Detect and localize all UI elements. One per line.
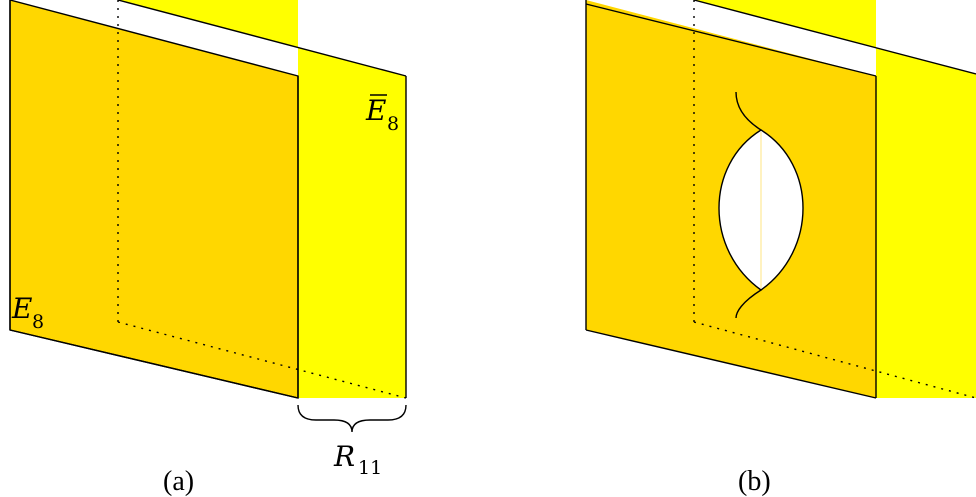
separation-label: R 11 xyxy=(333,440,382,479)
svg-text:E: E xyxy=(11,292,32,325)
caption-a: (a) xyxy=(163,466,194,497)
svg-text:8: 8 xyxy=(387,113,399,135)
caption-b: (b) xyxy=(738,466,771,497)
back-plane-hidden-bottom-edge xyxy=(117,321,407,399)
wormhole-right-curve xyxy=(760,129,804,291)
panel-b: (b) xyxy=(585,0,976,497)
svg-text:8: 8 xyxy=(32,311,44,333)
back-plane xyxy=(694,0,976,398)
front-plane xyxy=(10,0,298,398)
panel-a: E 8 E 8 R 11 (a) xyxy=(9,0,407,497)
separation-brace xyxy=(297,404,407,433)
svg-text:R: R xyxy=(333,440,355,473)
front-plane-label: E 8 xyxy=(11,292,44,333)
svg-text:11: 11 xyxy=(358,457,382,479)
wormhole-left-curve xyxy=(718,91,763,319)
back-plane-label: E 8 xyxy=(365,94,399,135)
back-plane xyxy=(118,0,406,398)
back-plane-top-edge xyxy=(117,0,407,77)
svg-text:E: E xyxy=(365,94,386,127)
